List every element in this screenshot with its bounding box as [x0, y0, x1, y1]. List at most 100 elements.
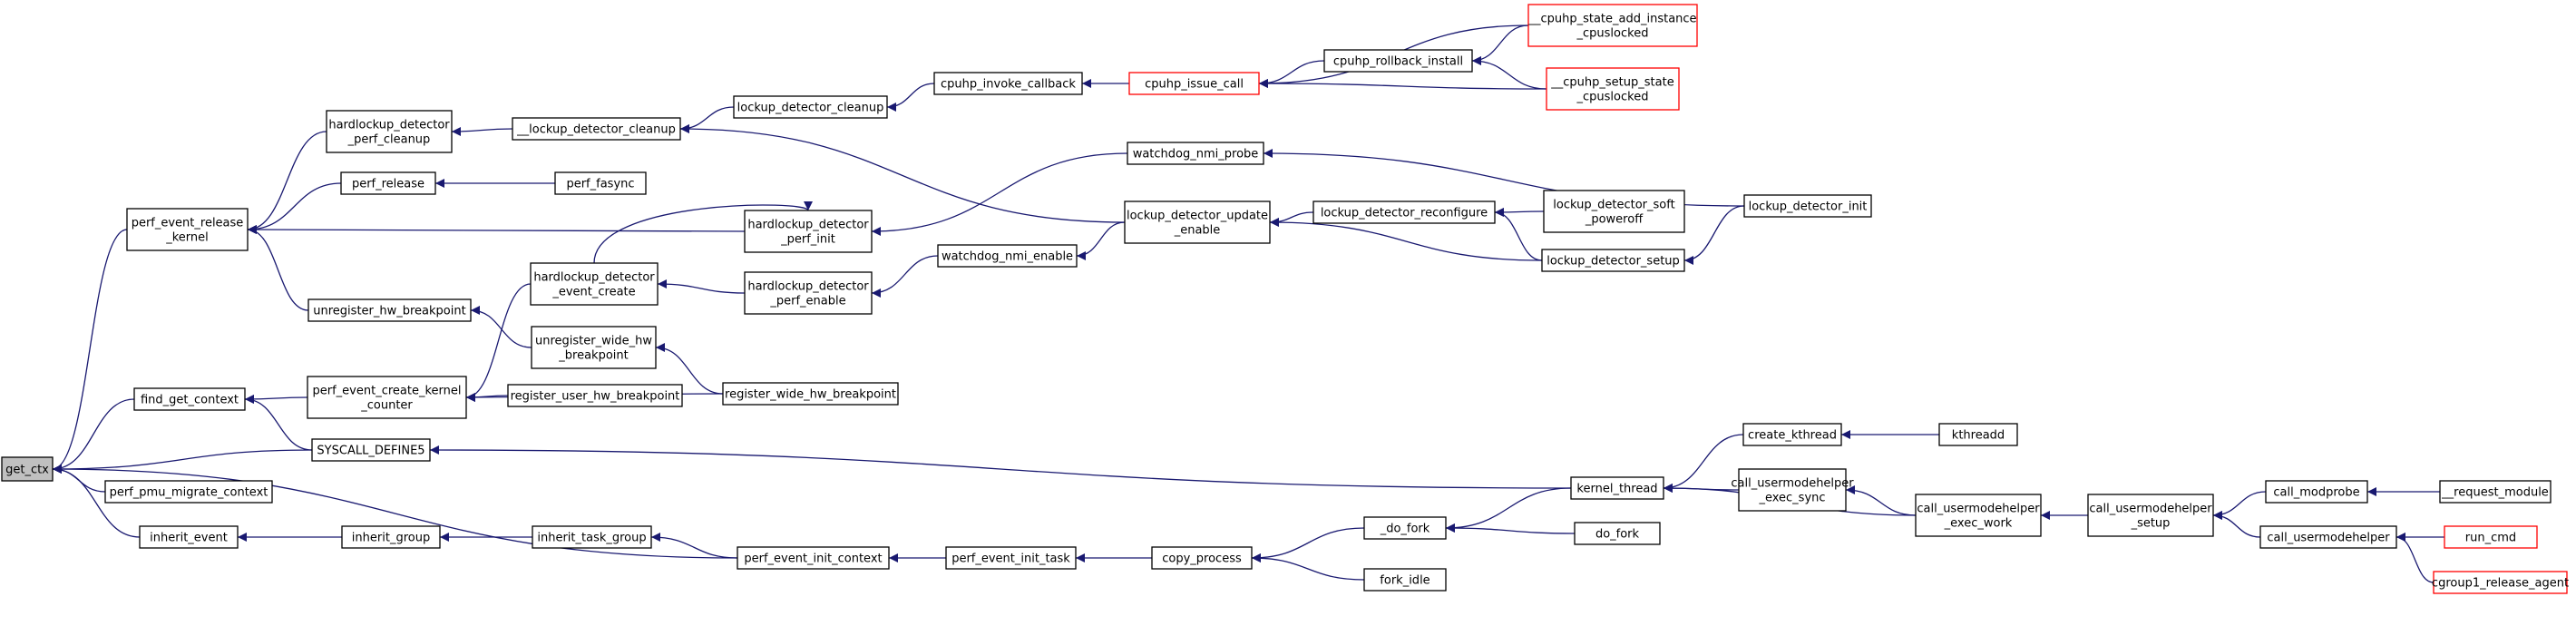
- node-inherit-event[interactable]: inherit_event: [139, 525, 239, 549]
- node-box: [104, 480, 273, 504]
- edge-lockup-detector-init-to-lockup-detector-setup: [1683, 205, 1745, 265]
- node-lockup-detector-cleanup[interactable]: __lockup_detector_cleanup: [512, 117, 681, 141]
- node-inherit-group[interactable]: inherit_group: [341, 525, 441, 549]
- node-label: _cpuslocked: [1576, 27, 1649, 41]
- node-kernel-thread[interactable]: kernel_thread: [1570, 476, 1664, 500]
- node-lockup-detector-cleanup[interactable]: lockup_detector_cleanup: [733, 95, 888, 119]
- nodes-layer: get_ctx perf_event_release_kernel find_get…: [1, 4, 2569, 594]
- node-label: perf_fasync: [566, 178, 634, 191]
- node-perf-event-init-task[interactable]: perf_event_init_task: [945, 546, 1077, 570]
- node-lockup-detector-init[interactable]: lockup_detector_init: [1743, 194, 1872, 218]
- node-perf-release[interactable]: perf_release: [340, 171, 436, 195]
- node-label: call_usermodehelper: [1731, 477, 1854, 491]
- edge-watchdog-nmi-probe-to-hardlockup-detector-perf-init: [871, 152, 1128, 236]
- node-cpuhp-state-add-instance-cpuslocked[interactable]: __cpuhp_state_add_instance_cpuslocked: [1527, 4, 1698, 47]
- node-lockup-detector-soft-poweroff[interactable]: lockup_detector_soft_poweroff: [1543, 190, 1685, 233]
- node-perf-event-init-context[interactable]: perf_event_init_context: [737, 546, 890, 570]
- node-hardlockup-detector-perf-enable[interactable]: hardlockup_detector_perf_enable: [744, 271, 873, 315]
- node-label: __request_module: [2441, 486, 2549, 500]
- node-label: call_usermodehelper: [1917, 503, 2040, 516]
- node-watchdog-nmi-probe[interactable]: watchdog_nmi_probe: [1127, 142, 1264, 165]
- node-box: [2439, 480, 2552, 504]
- node-call-modprobe[interactable]: call_modprobe: [2265, 480, 2368, 504]
- node-box: [744, 271, 873, 315]
- edge-lockup-detector-update-enable-to-lockup-detector-cleanup: [679, 124, 1126, 223]
- edge-cpuhp-setup-state-cpuslocked-to-cpuhp-rollback-install: [1471, 56, 1547, 90]
- node-label: find_get_context: [141, 394, 239, 407]
- node-lockup-detector-reconfigure[interactable]: lockup_detector_reconfigure: [1312, 201, 1496, 224]
- node-label: fork_idle: [1380, 574, 1429, 588]
- edge-cgroup1-release-agent-to-call-usermodehelper: [2395, 533, 2435, 583]
- edge-perf-event-init-context-to-get-ctx: [52, 465, 738, 559]
- node-unregister-wide-hw-breakpoint[interactable]: unregister_wide_hw_breakpoint: [531, 326, 657, 369]
- node-get-ctx[interactable]: get_ctx: [1, 456, 54, 482]
- node-box: [1915, 494, 2042, 537]
- node-label: __cpuhp_state_add_instance: [1527, 13, 1696, 26]
- edge-kernel-thread-to-syscall-define5: [429, 445, 1572, 489]
- edge-lockup-detector-setup-to-lockup-detector-reconfigure: [1494, 208, 1543, 261]
- edge-do-fork-to-copy-process: [1251, 527, 1365, 562]
- node-create-kthread[interactable]: create_kthread: [1742, 423, 1842, 446]
- node-fork-idle[interactable]: fork_idle: [1363, 568, 1447, 592]
- node-perf-event-release-kernel[interactable]: perf_event_release_kernel: [126, 208, 249, 251]
- node-label: _poweroff: [1585, 213, 1644, 227]
- node-label: _perf_init: [780, 233, 835, 247]
- node-box: [126, 208, 249, 251]
- node-box: [531, 326, 657, 369]
- node-label: perf_event_create_kernel: [313, 385, 462, 398]
- node-perf-event-create-kernel-counter[interactable]: perf_event_create_kernel_counter: [307, 376, 467, 419]
- node-watchdog-nmi-enable[interactable]: watchdog_nmi_enable: [937, 244, 1078, 268]
- edge-cpuhp-rollback-install-to-cpuhp-issue-call: [1258, 60, 1325, 88]
- node-label: _setup: [2131, 517, 2171, 531]
- edges-layer: [52, 24, 2444, 583]
- edge-hardlockup-detector-perf-cleanup-to-perf-event-release-kernel: [247, 131, 327, 234]
- node-cgroup1-release-agent[interactable]: cgroup1_release_agent: [2432, 571, 2569, 594]
- node-label: _perf_cleanup: [347, 133, 431, 147]
- node-call-usermodehelper-exec-sync[interactable]: call_usermodehelper_exec_sync: [1731, 468, 1854, 512]
- node-box: [1312, 201, 1496, 224]
- node-inherit-task-group[interactable]: inherit_task_group: [532, 525, 652, 549]
- node-label: get_ctx: [5, 464, 49, 477]
- node-box: [1363, 568, 1447, 592]
- edge-do-fork-to-do-fork: [1445, 523, 1576, 534]
- node-find-get-context[interactable]: find_get_context: [133, 387, 246, 411]
- node-run-cmd[interactable]: run_cmd: [2444, 525, 2538, 549]
- edge-hardlockup-detector-perf-init-to-perf-event-release-kernel: [247, 225, 746, 235]
- node-copy-process[interactable]: copy_process: [1151, 546, 1253, 570]
- node-hardlockup-detector-perf-init[interactable]: hardlockup_detector_perf_init: [744, 210, 873, 253]
- node-box: [133, 387, 246, 411]
- edge-call-usermodehelper-exec-work-to-call-usermodehelper-exec-sync: [1845, 485, 1917, 516]
- edge-unregister-wide-hw-breakpoint-to-unregister-hw-breakpoint: [470, 306, 532, 348]
- node-cpuhp-invoke-callback[interactable]: cpuhp_invoke_callback: [933, 72, 1083, 95]
- node-call-usermodehelper-exec-work[interactable]: call_usermodehelper_exec_work: [1915, 494, 2042, 537]
- node-hardlockup-detector-event-create[interactable]: hardlockup_detector_event_create: [530, 262, 659, 306]
- node-register-wide-hw-breakpoint[interactable]: register_wide_hw_breakpoint: [722, 382, 899, 406]
- node-call-usermodehelper[interactable]: call_usermodehelper: [2259, 525, 2397, 549]
- node-call-usermodehelper-setup[interactable]: call_usermodehelper_setup: [2087, 494, 2214, 537]
- node-unregister-hw-breakpoint[interactable]: unregister_hw_breakpoint: [307, 298, 472, 322]
- node-kthreadd[interactable]: kthreadd: [1938, 423, 2018, 446]
- node-perf-fasync[interactable]: perf_fasync: [554, 171, 647, 195]
- edge-lockup-detector-soft-poweroff-to-lockup-detector-reconfigure: [1494, 207, 1545, 217]
- node-do-fork[interactable]: do_fork: [1574, 522, 1661, 545]
- node-box: [1574, 522, 1661, 545]
- node-label: cpuhp_issue_call: [1145, 78, 1244, 92]
- node-label: create_kthread: [1748, 429, 1837, 443]
- node-cpuhp-rollback-install[interactable]: cpuhp_rollback_install: [1323, 49, 1473, 73]
- node-label: _counter: [360, 399, 413, 413]
- node-syscall-define5[interactable]: SYSCALL_DEFINE5: [311, 438, 431, 462]
- node-box: [1127, 142, 1264, 165]
- node-box: [1742, 423, 1842, 446]
- node-lockup-detector-update-enable[interactable]: lockup_detector_update_enable: [1124, 201, 1271, 244]
- node-cpuhp-issue-call[interactable]: cpuhp_issue_call: [1128, 72, 1260, 95]
- edge-syscall-define5-to-find-get-context: [244, 395, 313, 451]
- node-perf-pmu-migrate-context[interactable]: perf_pmu_migrate_context: [104, 480, 273, 504]
- node-request-module[interactable]: __request_module: [2439, 480, 2552, 504]
- node-do-fork[interactable]: _do_fork: [1363, 516, 1447, 540]
- edge-cpuhp-setup-state-cpuslocked-to-cpuhp-issue-call: [1258, 79, 1547, 90]
- node-cpuhp-setup-state-cpuslocked[interactable]: __cpuhp_setup_state_cpuslocked: [1546, 67, 1680, 111]
- node-hardlockup-detector-perf-cleanup[interactable]: hardlockup_detector_perf_cleanup: [326, 110, 453, 153]
- node-register-user-hw-breakpoint[interactable]: register_user_hw_breakpoint: [507, 384, 683, 407]
- node-label: call_modprobe: [2273, 486, 2359, 500]
- node-lockup-detector-setup[interactable]: lockup_detector_setup: [1541, 249, 1685, 272]
